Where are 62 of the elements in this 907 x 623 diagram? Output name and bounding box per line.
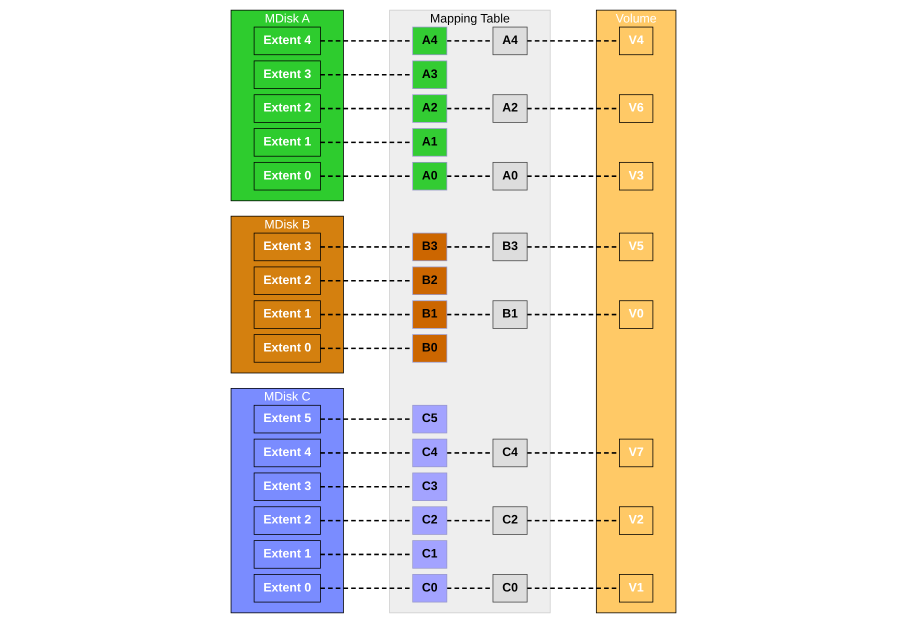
node-box: C0: [492, 574, 528, 602]
node-box: B3: [492, 232, 528, 262]
node-box: B1: [412, 300, 448, 329]
node-box: Extent 4: [254, 26, 321, 56]
node-box: Extent 1: [254, 300, 321, 329]
node-box: C1: [412, 540, 448, 569]
node-box: A2: [412, 94, 448, 123]
node-box: Extent 3: [254, 232, 321, 262]
connector: [446, 520, 493, 522]
node-box: B1: [492, 300, 528, 329]
node-box: Extent 3: [254, 472, 321, 501]
node-box: Extent 4: [254, 438, 321, 468]
node-box: A3: [412, 60, 448, 89]
node-box: B0: [412, 334, 448, 363]
node-box: A0: [412, 162, 448, 190]
node-box: Extent 0: [254, 574, 321, 602]
connector: [527, 314, 620, 316]
node-box: V0: [619, 300, 654, 329]
connector: [446, 246, 493, 248]
node-box: C2: [412, 506, 448, 535]
node-box: Extent 2: [254, 266, 321, 295]
connector: [446, 108, 493, 110]
node-box: A4: [412, 26, 448, 56]
node-box: V3: [619, 162, 654, 190]
connector: [527, 108, 620, 110]
node-box: A1: [412, 128, 448, 157]
connector: [446, 452, 493, 454]
connector: [446, 175, 493, 177]
node-box: Extent 1: [254, 128, 321, 157]
node-box: C2: [492, 506, 528, 535]
node-box: A4: [492, 26, 528, 56]
connector: [446, 314, 493, 316]
node-box: C3: [412, 472, 448, 501]
node-box: A2: [492, 94, 528, 123]
connector: [527, 452, 620, 454]
node-box: V7: [619, 438, 654, 468]
node-box: B3: [412, 232, 448, 262]
node-box: C0: [412, 574, 448, 602]
node-box: Extent 5: [254, 404, 321, 434]
node-box: V4: [619, 26, 654, 56]
node-box: B2: [412, 266, 448, 295]
connector: [527, 40, 620, 42]
node-box: Extent 0: [254, 162, 321, 190]
connector: [527, 520, 620, 522]
node-box: V5: [619, 232, 654, 262]
node-box: Extent 1: [254, 540, 321, 569]
node-box: V2: [619, 506, 654, 535]
connector: [527, 246, 620, 248]
node-box: Extent 3: [254, 60, 321, 89]
connector: [446, 587, 493, 590]
connector: [527, 587, 620, 590]
node-box: Extent 0: [254, 334, 321, 363]
node-box: A0: [492, 162, 528, 190]
node-box: C5: [412, 404, 448, 434]
connector: [446, 40, 493, 42]
node-box: Extent 2: [254, 506, 321, 535]
node-box: Extent 2: [254, 94, 321, 123]
node-box: V1: [619, 574, 654, 602]
node-box: C4: [492, 438, 528, 468]
connector: [527, 175, 620, 177]
node-box: C4: [412, 438, 448, 468]
node-box: V6: [619, 94, 654, 123]
